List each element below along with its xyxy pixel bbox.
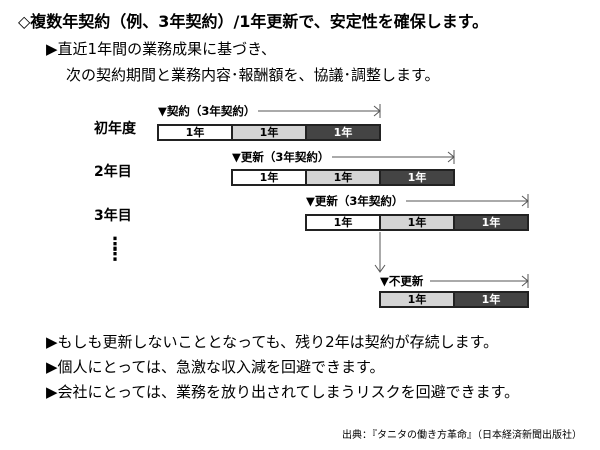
ellipsis: ⋮⋮ — [106, 234, 124, 265]
contract-bar-2: 1年 1年 1年 — [231, 169, 455, 186]
contract-bar-1: 1年 1年 1年 — [157, 124, 381, 141]
row-label-year2: 2年目 — [94, 164, 132, 180]
row-label-year3: 3年目 — [94, 208, 132, 224]
year-segment: 1年 — [159, 126, 233, 139]
year-segment: 1年 — [307, 171, 381, 184]
source-citation: 出典：『タニタの働き方革命』（日本経済新聞出版社） — [342, 430, 582, 441]
bullet-3: ▶会社にとっては、業務を放り出されてしまうリスクを回避できます。 — [46, 383, 520, 401]
row-label-year1: 初年度 — [94, 121, 136, 137]
contract-bar-3: 1年 1年 1年 — [305, 214, 529, 231]
year-segment: 1年 — [455, 293, 527, 306]
year-segment: 1年 — [233, 126, 307, 139]
year-segment: 1年 — [381, 171, 453, 184]
year-segment: 1年 — [307, 126, 379, 139]
contract-label-2: ▼更新（3年契約） — [232, 149, 333, 165]
bullet-2: ▶個人にとっては、急激な収入減を回避できます。 — [46, 358, 385, 376]
intro-line-1: ▶直近1年間の業務成果に基づき、 — [46, 40, 277, 58]
slide-title: ◇複数年契約（例、3年契約）/1年更新で、安定性を確保します。 — [18, 12, 489, 31]
contract-label-4: ▼不更新 — [380, 273, 427, 289]
year-segment: 1年 — [381, 216, 455, 229]
contract-label-3: ▼更新（3年契約） — [306, 193, 407, 209]
year-segment: 1年 — [233, 171, 307, 184]
contract-bar-4: 1年 1年 — [379, 291, 529, 308]
year-segment: 1年 — [307, 216, 381, 229]
bullet-1: ▶もしも更新しないこととなっても、残り2年は契約が存続します。 — [46, 333, 499, 351]
year-segment: 1年 — [381, 293, 455, 306]
intro-line-2: 次の契約期間と業務内容･報酬額を、協議･調整します。 — [66, 66, 440, 84]
year-segment: 1年 — [455, 216, 527, 229]
contract-label-1: ▼契約（3年契約） — [158, 103, 259, 119]
